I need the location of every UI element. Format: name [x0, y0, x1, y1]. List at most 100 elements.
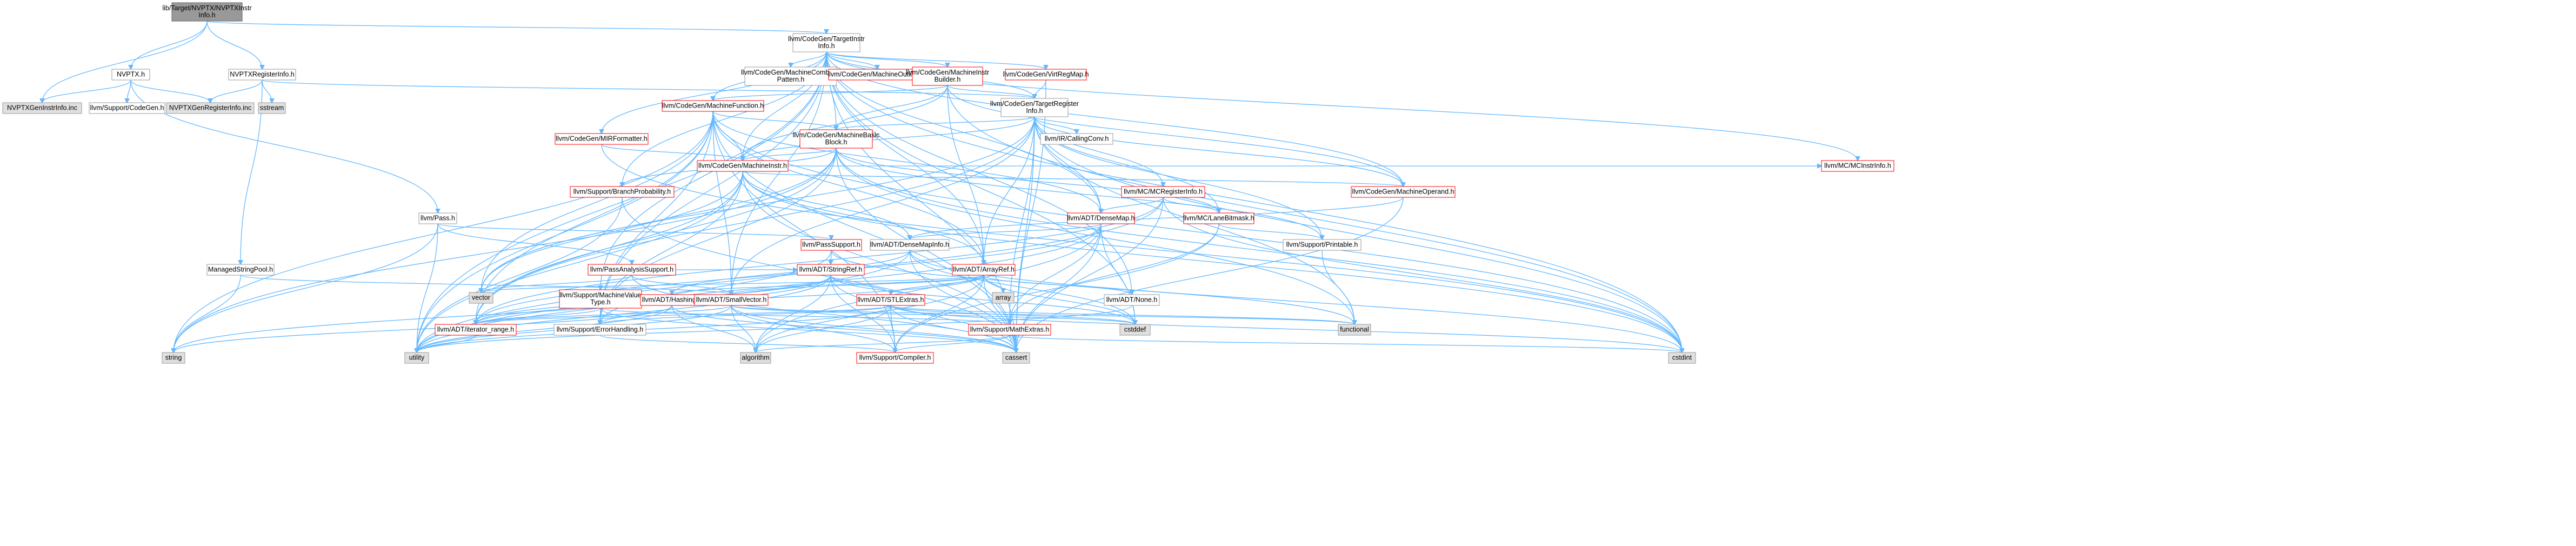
node-none[interactable]: llvm/ADT/None.h [1104, 294, 1160, 306]
node-densemapinfo[interactable]: llvm/ADT/DenseMapInfo.h [870, 239, 950, 251]
node-box-smallvector [694, 294, 769, 306]
node-box-mcinstrinfo [1821, 160, 1894, 172]
node-algorithm[interactable]: algorithm [740, 352, 771, 364]
node-box-virtreg [1005, 69, 1087, 81]
node-label-lanebitmask: llvm/MC/LaneBitmask.h [1183, 215, 1254, 222]
node-minstr[interactable]: llvm/CodeGen/MachineInstr.h [697, 160, 789, 172]
edge-mfunction-to-mbb [712, 111, 836, 130]
node-utility[interactable]: utility [404, 352, 429, 364]
node-nvptxreginfo[interactable]: NVPTXRegisterInfo.h [228, 69, 296, 81]
node-sstream[interactable]: sstream [258, 102, 286, 114]
edge-nvptxreginfo-to-tri [262, 79, 1035, 98]
edge-mfunction-to-cstdint [712, 111, 1682, 352]
node-array[interactable]: array [992, 292, 1015, 304]
edge-smallvector-to-cstddef [731, 305, 1135, 324]
node-passsupport[interactable]: llvm/PassSupport.h [800, 239, 862, 251]
edge-minstr-to-vector [481, 171, 743, 292]
node-box-mcreginfo [1121, 186, 1205, 198]
node-string[interactable]: string [162, 352, 185, 364]
node-stringref[interactable]: llvm/ADT/StringRef.h [797, 264, 865, 276]
edge-nvptxreginfo-to-sstream [262, 79, 272, 103]
node-cassert[interactable]: cassert [1002, 352, 1030, 364]
node-box-genReg [166, 102, 255, 114]
node-box-stlextras [856, 294, 925, 306]
node-mcreginfo[interactable]: llvm/MC/MCRegisterInfo.h [1121, 186, 1205, 198]
node-genInstr[interactable]: NVPTXGenInstrInfo.inc [2, 102, 82, 114]
edge-arrayref-to-smallvector [731, 275, 984, 295]
node-stlextras[interactable]: llvm/ADT/STLExtras.h [856, 294, 925, 306]
node-mathextras[interactable]: llvm/Support/MathExtras.h [968, 324, 1051, 336]
node-supportCodeGen[interactable]: llvm/Support/CodeGen.h [89, 102, 165, 114]
node-label-hashing: llvm/ADT/Hashing.h [642, 296, 702, 304]
node-mfunction[interactable]: llvm/CodeGen/MachineFunction.h [662, 100, 764, 112]
node-branchprob[interactable]: llvm/Support/BranchProbability.h [570, 186, 675, 198]
node-mirformatter[interactable]: llvm/CodeGen/MIRFormatter.h [555, 133, 649, 145]
edge-managedstring-to-string [173, 275, 241, 352]
node-mcinstrinfo[interactable]: llvm/MC/MCInstrInfo.h [1821, 160, 1894, 172]
node-moperand[interactable]: llvm/CodeGen/MachineOperand.h [1351, 186, 1456, 198]
edge-smallvector-to-cassert [731, 305, 1016, 352]
node-box-functional [1338, 324, 1371, 336]
node-densemap[interactable]: llvm/ADT/DenseMap.h [1067, 212, 1135, 224]
node-moutliner[interactable]: llvm/CodeGen/MachineOutliner.h [827, 69, 927, 81]
edge-mibuilder-to-cstdint [947, 85, 1682, 352]
node-box-compiler [856, 352, 934, 364]
node-callingconv[interactable]: llvm/IR/CallingConv.h [1040, 133, 1113, 145]
node-passanalysis[interactable]: llvm/PassAnalysisSupport.h [588, 264, 676, 276]
edge-stlextras-to-functional [890, 305, 1354, 324]
node-vector[interactable]: vector [469, 292, 493, 304]
node-arrayref[interactable]: llvm/ADT/ArrayRef.h [952, 264, 1016, 276]
node-label-iteratorrange: llvm/ADT/iterator_range.h [437, 326, 514, 334]
edge-stlextras-to-iteratorrange [476, 305, 891, 324]
edge-minstr-to-densemapinfo [742, 171, 910, 239]
node-cstddef[interactable]: cstddef [1119, 324, 1151, 336]
node-label-genReg: NVPTXGenRegisterInfo.inc [169, 104, 251, 112]
node-printable[interactable]: llvm/Support/Printable.h [1283, 239, 1362, 251]
node-genReg[interactable]: NVPTXGenRegisterInfo.inc [166, 102, 255, 114]
node-smallvector[interactable]: llvm/ADT/SmallVector.h [694, 294, 769, 306]
edge-arrayref-to-cassert [983, 275, 1016, 352]
node-nvptx[interactable]: NVPTX.h [111, 69, 150, 81]
node-box-utility [404, 352, 429, 364]
node-managedstring[interactable]: ManagedStringPool.h [206, 264, 275, 276]
node-functional[interactable]: functional [1338, 324, 1371, 336]
node-lanebitmask[interactable]: llvm/MC/LaneBitmask.h [1183, 212, 1254, 224]
node-label-cstddef: cstddef [1124, 326, 1146, 334]
edge-virtreg-to-tri [1035, 79, 1046, 98]
node-compiler[interactable]: llvm/Support/Compiler.h [856, 352, 934, 364]
node-box-printable [1283, 239, 1362, 251]
node-virtreg[interactable]: llvm/CodeGen/VirtRegMap.h [1003, 69, 1089, 81]
node-label-passanalysis: llvm/PassAnalysisSupport.h [590, 266, 673, 274]
node-box-array [992, 292, 1015, 304]
edge-hashing-to-algorithm [671, 305, 756, 352]
node-box-branchprob [570, 186, 675, 198]
edge-stlextras-to-cassert [890, 305, 1016, 352]
edge-mfunction-to-smallvector [712, 111, 731, 295]
node-cstdint[interactable]: cstdint [1668, 352, 1696, 364]
edge-mirformatter-to-minstr [601, 144, 743, 161]
node-label-supportCodeGen: llvm/Support/CodeGen.h [90, 104, 164, 112]
node-label-mfunction: llvm/CodeGen/MachineFunction.h [662, 102, 764, 110]
edge-stlextras-to-cstddef [890, 305, 1135, 324]
edge-arrayref-to-algorithm [756, 275, 984, 352]
node-hashing[interactable]: llvm/ADT/Hashing.h [640, 294, 704, 306]
edge-hashing-to-utility [417, 305, 672, 352]
node-label-tri: llvm/CodeGen/TargetRegister [990, 100, 1079, 108]
node-pass[interactable]: llvm/Pass.h [418, 212, 457, 224]
edge-arrayref-to-none [983, 275, 1132, 295]
node-errorhandling[interactable]: llvm/Support/ErrorHandling.h [553, 324, 646, 336]
node-label-machinevaluetype: Type.h [590, 298, 611, 306]
edge-nvptx-to-genInstr [42, 79, 131, 103]
edge-tri-to-callingconv [1034, 116, 1077, 134]
node-iteratorrange[interactable]: llvm/ADT/iterator_range.h [435, 324, 517, 336]
node-label-mcombiner: Pattern.h [777, 76, 805, 83]
edge-nvptx-to-pass [130, 79, 438, 213]
node-label-managedstring: ManagedStringPool.h [208, 266, 273, 274]
